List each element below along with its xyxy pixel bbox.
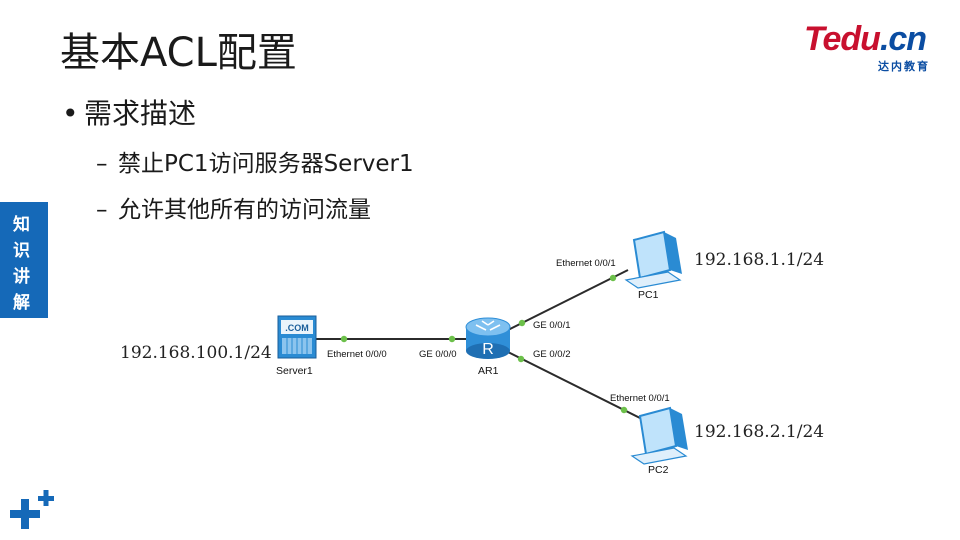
sub-item-text: 禁止PC1访问服务器Server1: [118, 151, 414, 177]
device-name-pc1: PC1: [638, 289, 659, 301]
link-router-pc2: [507, 351, 641, 419]
router-icon: R: [465, 317, 511, 359]
port-label-router-ge000: GE 0/0/0: [419, 349, 457, 360]
port-label-router-ge001: GE 0/0/1: [533, 320, 571, 331]
port-dot: [609, 274, 617, 282]
sub-item-marker: –: [96, 197, 108, 223]
logo-text-domain: .cn: [879, 20, 927, 58]
slide-title: 基本ACL配置: [60, 30, 297, 76]
sub-item-text: 允许其他所有的访问流量: [118, 197, 371, 223]
port-dot: [518, 319, 526, 327]
bullet-marker: •: [62, 97, 79, 130]
sidebar-char: 讲: [13, 267, 30, 287]
ip-pc2: 192.168.2.1/24: [694, 422, 825, 442]
link-router-pc1: [507, 269, 629, 331]
tedu-logo: Tedu.cn 达内教育: [804, 20, 936, 73]
port-dot: [620, 406, 628, 414]
logo-text-main: Tedu: [804, 20, 881, 58]
bullet-text: 需求描述: [84, 97, 197, 130]
ip-server: 192.168.100.1/24: [120, 343, 272, 363]
port-dot: [340, 335, 348, 343]
sub-item-2: –允许其他所有的访问流量: [96, 190, 371, 224]
port-label-server: Ethernet 0/0/0: [327, 349, 387, 360]
port-label-pc2: Ethernet 0/0/1: [610, 393, 670, 404]
device-name-router: AR1: [478, 365, 499, 377]
device-name-pc2: PC2: [648, 464, 669, 476]
logo-wordmark: Tedu.cn: [804, 20, 927, 59]
pc1-icon: [624, 230, 682, 289]
device-name-server: Server1: [276, 365, 313, 377]
logo-subtitle: 达内教育: [878, 60, 930, 73]
pc2-icon: [630, 406, 688, 465]
plus-logo-icon: [10, 490, 54, 529]
port-dot: [517, 355, 525, 363]
router-badge: R: [482, 341, 494, 358]
port-dot: [448, 335, 456, 343]
ip-pc1: 192.168.1.1/24: [694, 250, 825, 270]
server-icon: .COM: [277, 315, 317, 359]
sidebar-char: 知: [13, 215, 30, 235]
sidebar-knowledge-tab: 知 识 讲 解: [0, 202, 48, 318]
port-label-pc1: Ethernet 0/0/1: [556, 258, 616, 269]
sidebar-char: 解: [13, 293, 30, 313]
port-label-router-ge002: GE 0/0/2: [533, 349, 571, 360]
sub-item-marker: –: [96, 151, 108, 177]
server-badge: .COM: [285, 323, 309, 333]
bullet-requirements: •需求描述: [62, 92, 196, 132]
sidebar-char: 识: [13, 241, 30, 261]
sub-item-1: –禁止PC1访问服务器Server1: [96, 144, 414, 178]
